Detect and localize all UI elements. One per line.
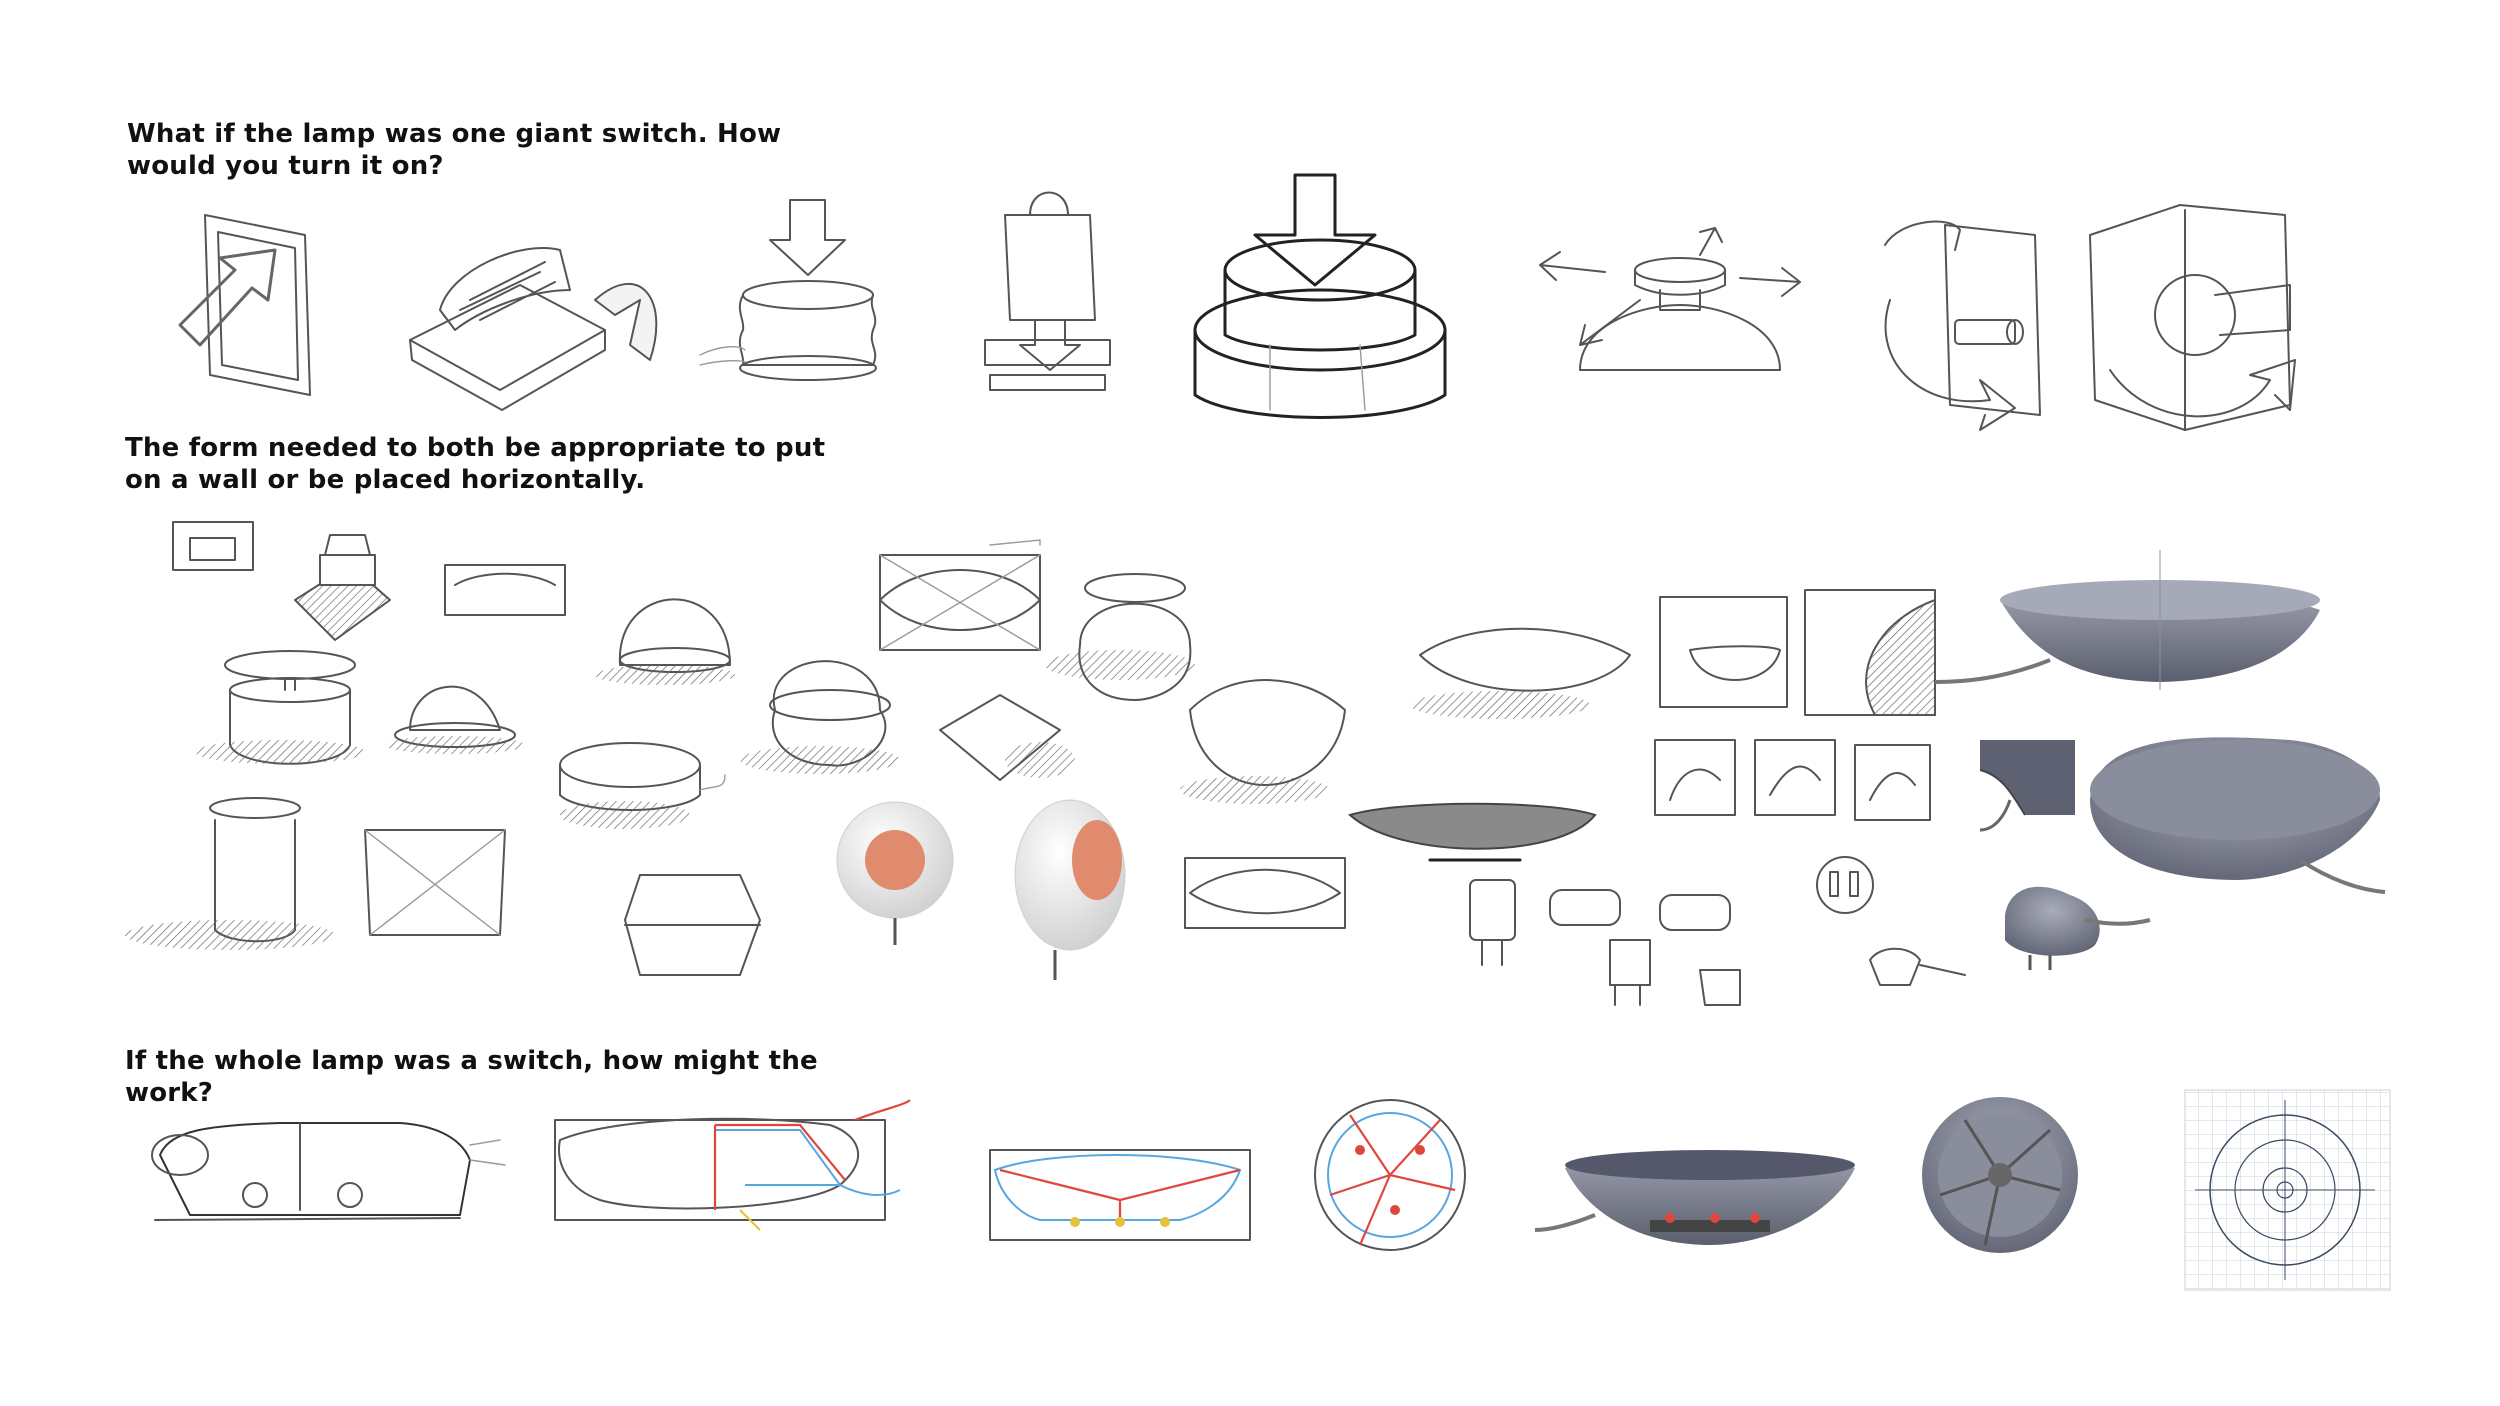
sketch-dome-small	[385, 685, 525, 754]
sketch-cylinder-cap	[195, 650, 365, 765]
render-white-ball-front	[836, 801, 954, 945]
sketch-plugs	[1469, 856, 1966, 1006]
sketch-bag-press	[984, 191, 1111, 391]
sketch-rotary-switch	[1884, 220, 2041, 431]
render-cutaway-detail	[1979, 740, 2075, 832]
sketch-lens-wide	[1184, 857, 1346, 929]
sketch-bowl	[1180, 679, 1346, 804]
sketch-stacked-push	[699, 199, 877, 381]
section-heading-form-studies: The form needed to both be appropriate t…	[125, 433, 826, 495]
sketch-small-blocks	[172, 521, 566, 641]
sketch-tall-cylinder	[125, 797, 335, 950]
sketch-hexagon-pot	[624, 874, 761, 976]
render-white-ball-side	[1014, 799, 1126, 980]
sketch-x-box	[364, 829, 506, 936]
render-mechanism-cutaway	[1534, 1150, 1855, 1245]
sketch-rocker-plate	[178, 214, 311, 396]
render-saucer-lamp-side	[1934, 550, 2320, 690]
sketch-box-bowl-side	[1804, 589, 1936, 716]
sketch-gem	[939, 694, 1075, 781]
sketch-onion-dome	[740, 660, 900, 774]
render-mouse-plug	[2005, 886, 2151, 970]
sketch-flat-bowl	[1410, 627, 1631, 719]
sketch-mechanism-stopper	[151, 1122, 506, 1221]
sketch-dome-large	[595, 598, 735, 685]
sketch-mini-details	[1654, 739, 1931, 821]
render-bowl-lamp-angle	[2090, 737, 2386, 894]
sketch-mechanism-wireframe	[989, 1149, 1251, 1241]
sketch-lens-box	[879, 539, 1041, 651]
sketch-large-press-button	[1193, 173, 1447, 419]
sketch-round-pot	[1045, 573, 1195, 701]
sketch-mechanism-top-view	[1314, 1099, 1466, 1251]
render-mechanism-top	[1922, 1097, 2078, 1253]
section-heading-switch-concepts: What if the lamp was one giant switch. H…	[127, 119, 782, 181]
sketch-mechanism-cross-section	[554, 1099, 911, 1231]
sketch-flat-puck	[559, 742, 726, 829]
drawing-technical-grid	[2184, 1089, 2391, 1291]
sketch-box-knob	[2089, 204, 2296, 431]
sketch-tilted-rocker	[409, 247, 658, 411]
section-heading-mechanism-studies: If the whole lamp was a switch, how migh…	[125, 1046, 818, 1108]
sketch-joystick-switch	[1539, 227, 1801, 371]
sketch-box-bowl-front	[1659, 596, 1788, 708]
sketch-saucer-dark	[1348, 802, 1597, 862]
